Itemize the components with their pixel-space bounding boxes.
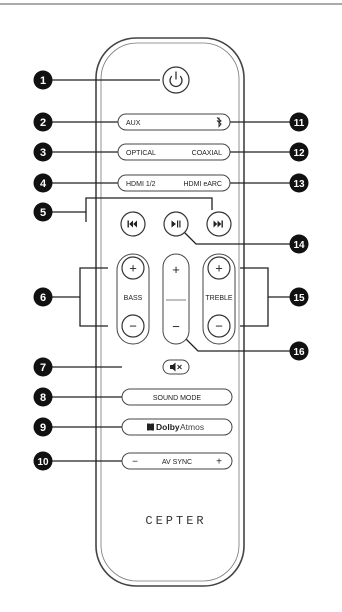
callout-11: 11: [289, 112, 309, 132]
av-sync-label: AV SYNC: [162, 459, 192, 466]
hdmi-earc-label: HDMI eARC: [183, 181, 222, 188]
callout-12: 12: [289, 142, 309, 162]
svg-text:11: 11: [294, 118, 305, 129]
play-pause-button[interactable]: [163, 211, 189, 237]
svg-text:8: 8: [40, 392, 46, 404]
treble-up-button[interactable]: +: [207, 256, 231, 280]
bass-rocker: + BASS −: [116, 253, 150, 345]
callout-14: 14: [289, 234, 309, 254]
aux-bt-button[interactable]: AUX: [117, 113, 231, 131]
callout-8: 8: [33, 387, 53, 407]
callout-10: 10: [33, 451, 53, 471]
remote-body-inner: [100, 42, 240, 582]
power-icon: [169, 71, 183, 88]
callout-3: 3: [33, 142, 53, 162]
callout-5: 5: [33, 202, 53, 222]
bluetooth-icon: [216, 117, 222, 128]
svg-text:4: 4: [40, 178, 47, 190]
svg-text:6: 6: [40, 292, 46, 304]
volume-up-button[interactable]: +: [172, 262, 180, 277]
callout-4: 4: [33, 173, 53, 193]
svg-text:15: 15: [293, 293, 305, 304]
callout-7: 7: [33, 357, 53, 377]
mute-button[interactable]: [162, 359, 190, 375]
callout-16: 16: [289, 341, 309, 361]
optical-coaxial-button[interactable]: OPTICAL COAXIAL: [117, 143, 231, 161]
atmos-label: Atmos: [180, 422, 204, 432]
svg-text:−: −: [172, 319, 180, 334]
av-sync-plus-button[interactable]: +: [216, 457, 222, 468]
callout-9: 9: [33, 417, 53, 437]
svg-text:5: 5: [40, 207, 46, 219]
svg-text:12: 12: [293, 148, 305, 159]
bass-label: BASS: [124, 295, 143, 302]
svg-text:+: +: [172, 262, 180, 277]
sound-mode-label: SOUND MODE: [153, 395, 202, 402]
svg-text:+: +: [215, 261, 223, 276]
dolby-label: Dolby: [156, 422, 180, 432]
hdmi-button[interactable]: HDMI 1/2 HDMI eARC: [117, 174, 231, 192]
svg-text:10: 10: [37, 457, 49, 468]
treble-label: TREBLE: [205, 295, 233, 302]
svg-text:16: 16: [293, 347, 305, 358]
sound-mode-button[interactable]: SOUND MODE: [121, 388, 233, 406]
callout-15: 15: [289, 287, 309, 307]
next-track-button[interactable]: [206, 211, 232, 237]
svg-text:1: 1: [40, 75, 46, 87]
previous-track-icon: [127, 220, 137, 228]
svg-text:−: −: [129, 319, 137, 334]
next-track-icon: [213, 220, 223, 228]
dolby-atmos-button[interactable]: Dolby Atmos: [121, 418, 233, 436]
play-pause-icon: [171, 220, 181, 228]
svg-text:+: +: [129, 261, 137, 276]
bass-up-button[interactable]: +: [121, 256, 145, 280]
coaxial-label: COAXIAL: [192, 150, 222, 157]
callout-6: 6: [33, 287, 53, 307]
hdmi12-label: HDMI 1/2: [126, 181, 156, 188]
av-sync-rocker: − AV SYNC +: [121, 452, 233, 470]
volume-down-button[interactable]: −: [172, 319, 180, 334]
svg-text:13: 13: [293, 179, 305, 190]
optical-label: OPTICAL: [126, 150, 156, 157]
svg-text:−: −: [215, 319, 223, 334]
callout-13: 13: [289, 173, 309, 193]
volume-rocker: + −: [162, 253, 190, 345]
power-button[interactable]: [162, 66, 190, 94]
treble-rocker: + TREBLE −: [202, 253, 236, 345]
callout-2: 2: [33, 112, 53, 132]
svg-text:2: 2: [40, 117, 46, 129]
brand-logo: CEPTER: [145, 514, 206, 528]
svg-text:3: 3: [40, 147, 46, 159]
treble-down-button[interactable]: −: [207, 314, 231, 338]
av-sync-minus-button[interactable]: −: [132, 457, 138, 468]
aux-label: AUX: [126, 120, 141, 127]
svg-text:14: 14: [293, 240, 305, 251]
svg-text:7: 7: [40, 362, 46, 374]
svg-text:9: 9: [40, 422, 46, 434]
callout-1: 1: [33, 70, 53, 90]
mute-icon: [170, 362, 182, 372]
previous-track-button[interactable]: [120, 211, 146, 237]
leader-lines: [50, 79, 292, 462]
bass-down-button[interactable]: −: [121, 314, 145, 338]
dolby-logo-icon: [147, 423, 154, 431]
